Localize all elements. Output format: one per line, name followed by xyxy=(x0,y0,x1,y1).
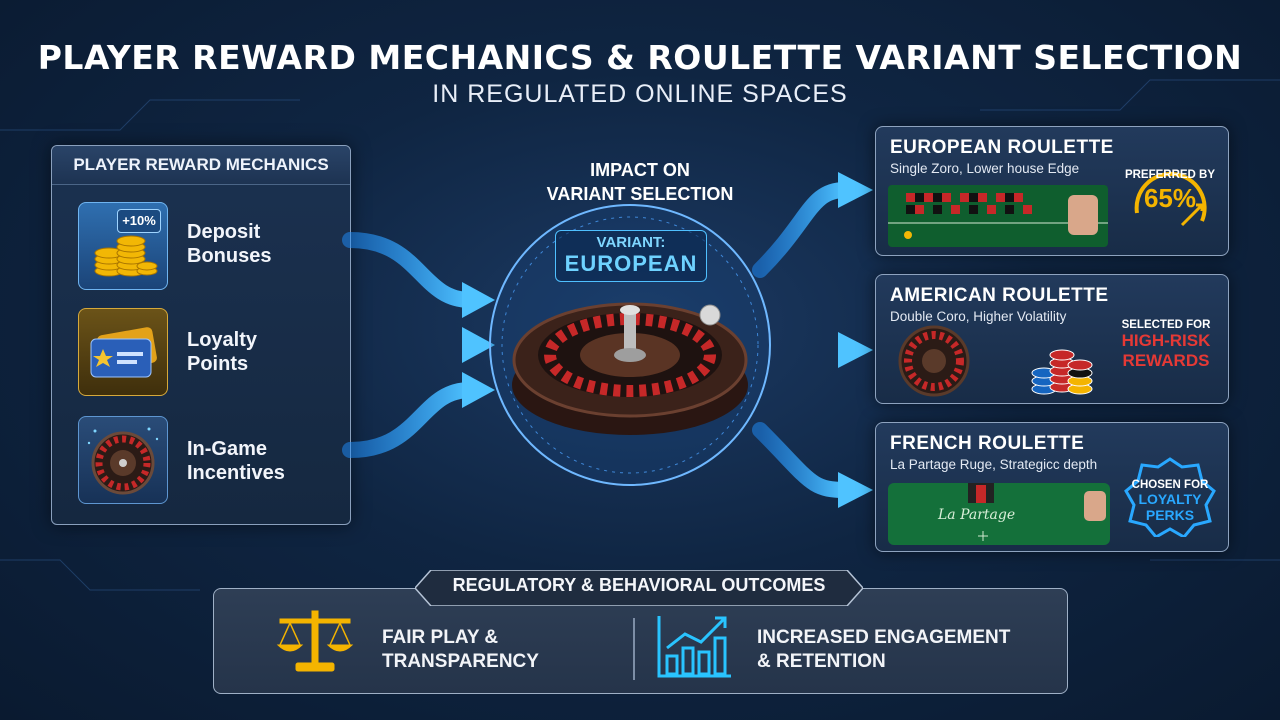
outcomes-heading-frame xyxy=(415,570,863,606)
loyalty-points-label: Loyalty Points xyxy=(187,328,257,376)
coin-stack-icon xyxy=(94,235,158,277)
impact-heading: IMPACT ON VARIANT SELECTION xyxy=(510,158,770,206)
american-badge-line2: HIGH-RISK xyxy=(1121,331,1211,350)
french-desc: La Partage Ruge, Strategicc depth xyxy=(890,457,1098,472)
arrow-head-6 xyxy=(838,472,873,508)
fair-play-line1: FAIR PLAY & xyxy=(382,627,499,648)
french-roulette-card: FRENCH ROULETTE La Partage Ruge, Strateg… xyxy=(875,422,1229,552)
variant-label: VARIANT: xyxy=(596,234,666,251)
growth-chart-icon xyxy=(657,616,731,678)
european-preference-badge: PREFERRED BY 65% xyxy=(1122,163,1218,243)
engagement-outcome: INCREASED ENGAGEMENT & RETENTION xyxy=(757,626,1010,674)
french-loyalty-badge: CHOSEN FOR LOYALTY PERKS xyxy=(1124,457,1216,537)
french-badge-line1: CHOSEN FOR xyxy=(1131,479,1209,491)
engagement-line2: & RETENTION xyxy=(757,651,886,672)
fair-play-outcome: FAIR PLAY & TRANSPARENCY xyxy=(382,626,539,674)
french-table-text: La Partage xyxy=(938,507,1016,523)
page-subtitle: IN REGULATED ONLINE SPACES xyxy=(432,80,848,108)
page-title: PLAYER REWARD MECHANICS & ROULETTE VARIA… xyxy=(37,38,1243,77)
variant-value: EUROPEAN xyxy=(564,251,698,276)
french-table-image: La Partage xyxy=(888,483,1110,545)
percent-ring-icon xyxy=(1134,171,1207,227)
european-badge-value: 65% xyxy=(1143,183,1197,213)
american-badge-line1: SELECTED FOR xyxy=(1121,319,1211,331)
variant-badge: VARIANT: EUROPEAN xyxy=(555,230,707,282)
european-badge-line1: PREFERRED BY xyxy=(1124,169,1216,181)
loyalty-label-line2: Points xyxy=(187,353,249,375)
european-roulette-card: EUROPEAN ROULETTE Single Zoro, Lower hou… xyxy=(875,126,1229,256)
loyalty-label-line1: Loyalty xyxy=(187,329,258,351)
bonus-percent-text: +10% xyxy=(122,213,156,228)
french-title: FRENCH ROULETTE xyxy=(890,433,1085,454)
arrow-head-5 xyxy=(838,332,873,368)
deposit-bonus-label: Deposit Bonuses xyxy=(187,220,271,268)
reward-mechanics-heading: PLAYER REWARD MECHANICS xyxy=(52,146,350,185)
american-roulette-card: AMERICAN ROULETTE Double Coro, Higher Vo… xyxy=(875,274,1229,404)
american-wheel-and-chips-image xyxy=(898,325,1093,397)
arrow-head-4 xyxy=(838,172,873,208)
in-game-incentives-label: In-Game Incentives xyxy=(187,437,285,485)
arrow-head-2 xyxy=(462,327,495,363)
impact-line2: VARIANT SELECTION xyxy=(546,184,734,204)
deposit-label-line2: Bonuses xyxy=(187,245,272,267)
bonus-percent-badge: +10% xyxy=(117,209,161,233)
french-badge-line2: LOYALTY xyxy=(1138,491,1202,507)
in-game-incentives-tile xyxy=(78,416,168,504)
american-title: AMERICAN ROULETTE xyxy=(890,285,1109,306)
loyalty-card-icon xyxy=(90,327,157,378)
incentives-label-line2: Incentives xyxy=(187,462,285,484)
seal-badge-icon xyxy=(1124,457,1216,537)
fair-play-line2: TRANSPARENCY xyxy=(382,651,539,672)
engagement-line1: INCREASED ENGAGEMENT xyxy=(757,627,1011,648)
american-desc: Double Coro, Higher Volatility xyxy=(890,309,1067,324)
french-badge-line3: PERKS xyxy=(1145,507,1195,523)
arrow-head-1 xyxy=(462,282,495,318)
american-selection-badge: SELECTED FOR HIGH-RISK REWARDS xyxy=(1112,319,1220,371)
outcomes-divider xyxy=(633,618,635,680)
outcomes-heading: REGULATORY & BEHAVIORAL OUTCOMES xyxy=(452,575,826,595)
french-table-graphic xyxy=(968,483,1106,541)
deposit-bonus-tile: +10% xyxy=(78,202,168,290)
european-title: EUROPEAN ROULETTE xyxy=(890,137,1114,158)
european-desc: Single Zoro, Lower house Edge xyxy=(890,161,1080,176)
scales-icon xyxy=(276,610,354,672)
roulette-wheel-icon xyxy=(87,427,159,495)
reward-mechanics-panel: PLAYER REWARD MECHANICS +10% Deposit Bon… xyxy=(51,145,351,525)
american-badge-line3: REWARDS xyxy=(1122,351,1210,370)
loyalty-points-tile xyxy=(78,308,168,396)
arrow-head-3 xyxy=(462,372,495,408)
deposit-label-line1: Deposit xyxy=(187,221,261,243)
european-table-image xyxy=(888,185,1108,247)
impact-line1: IMPACT ON xyxy=(590,160,690,180)
incentives-label-line1: In-Game xyxy=(187,438,268,460)
